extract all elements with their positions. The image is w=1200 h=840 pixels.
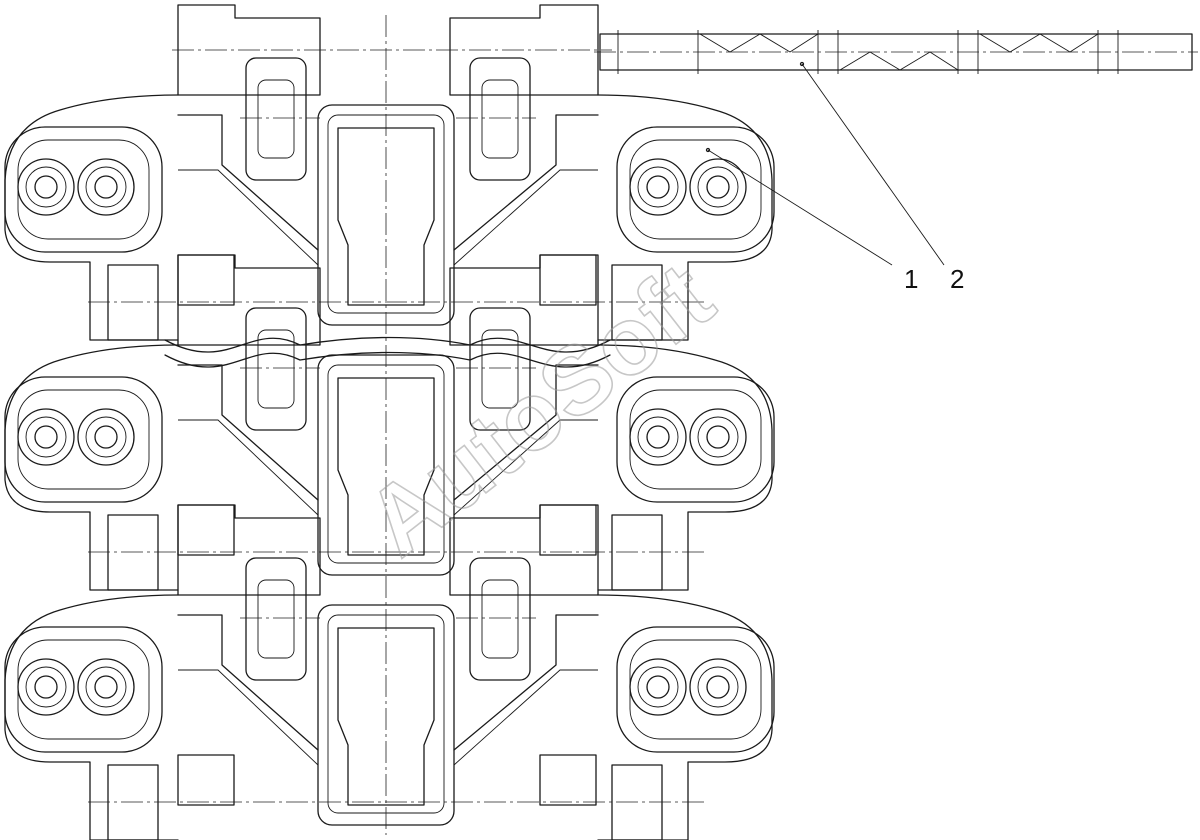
leader-line-2 [801,63,945,266]
connecting-pin [164,336,611,353]
callout-2: 2 [950,264,964,294]
callout-1: 1 [904,264,918,294]
leader-line-1 [707,149,893,266]
track-pin-detail [594,30,1198,74]
